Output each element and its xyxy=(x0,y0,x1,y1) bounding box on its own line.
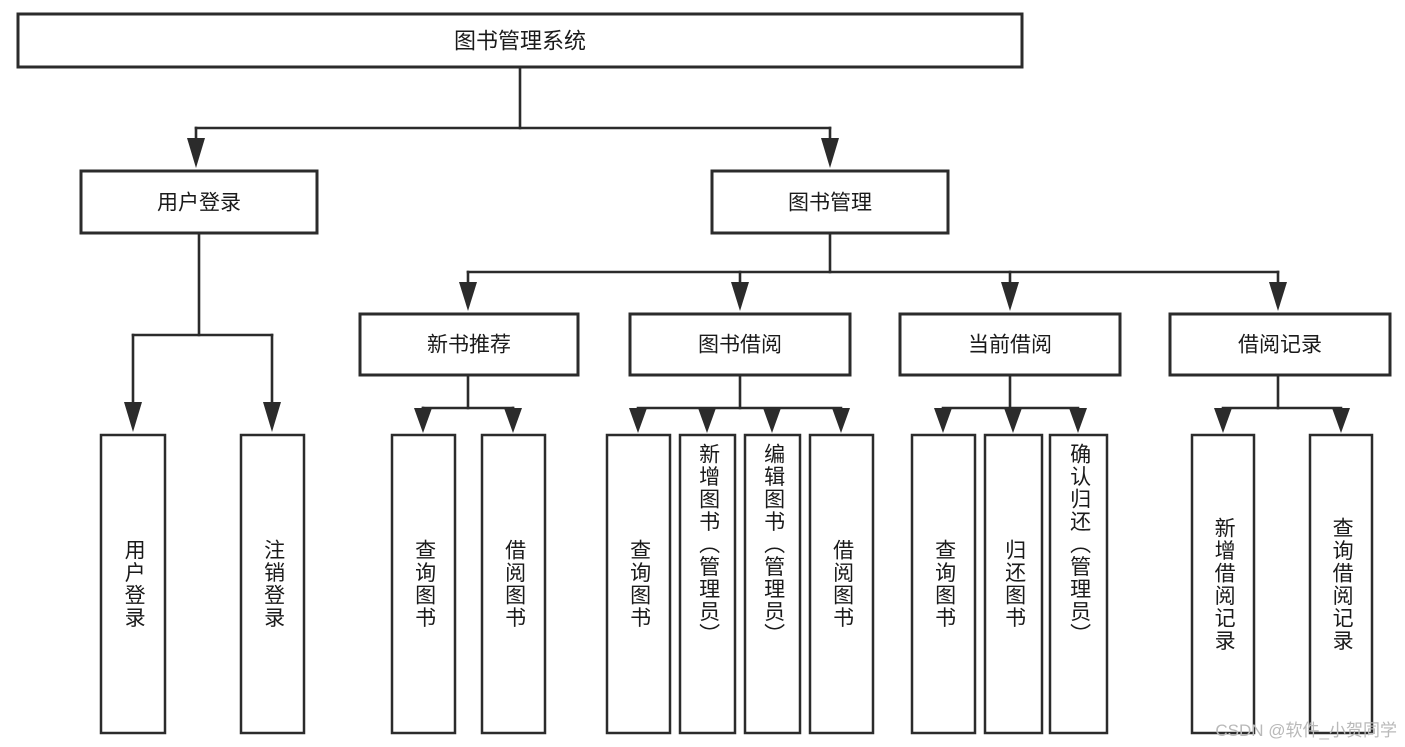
arrow-head-edit-book-admin xyxy=(763,408,781,433)
node-current-borrow[interactable]: 当前借阅 xyxy=(898,312,1122,377)
arrow-head-book-borrow xyxy=(731,282,749,311)
node-book-manage-box[interactable] xyxy=(710,169,950,235)
arrow-head-borrow-record xyxy=(1269,282,1287,311)
node-book-borrow-label: 图书借阅 xyxy=(698,334,782,357)
arrow-head-new-book-rec xyxy=(459,282,477,311)
arrow-head-borrow-book-rec xyxy=(504,408,522,433)
connector-group-new-book-rec-children xyxy=(414,373,522,433)
node-leaf-user-login-box[interactable] xyxy=(99,433,167,735)
connector-group-borrow-record-children xyxy=(1214,373,1350,433)
node-leaf-query-book-rec-box[interactable] xyxy=(390,433,457,735)
node-book-manage[interactable]: 图书管理 xyxy=(710,169,950,235)
node-user-login-box[interactable] xyxy=(79,169,319,235)
node-current-borrow-label: 当前借阅 xyxy=(968,334,1052,357)
node-leaf-add-book-admin-box[interactable] xyxy=(678,433,737,735)
arrow-head-query-borrow-record xyxy=(1332,408,1350,433)
node-new-book-rec[interactable]: 新书推荐 xyxy=(358,312,580,377)
arrow-head-add-borrow-record xyxy=(1214,408,1232,433)
node-borrow-record-box[interactable] xyxy=(1168,312,1392,377)
node-book-manage-label: 图书管理 xyxy=(788,192,872,215)
node-leaf-edit-book-admin-box[interactable] xyxy=(743,433,802,735)
connector-group-book-manage-children xyxy=(459,231,1287,311)
connector-group-root-to-level2 xyxy=(187,65,839,168)
arrow-head-current-borrow xyxy=(1001,282,1019,311)
arrow-head-book-manage xyxy=(821,138,839,168)
node-leaf-query-book-borrow-box[interactable] xyxy=(605,433,672,735)
node-leaf-return-book-box[interactable] xyxy=(983,433,1044,735)
node-leaf-confirm-return-admin-box[interactable] xyxy=(1048,433,1109,735)
node-leaf-add-borrow-record-box[interactable] xyxy=(1190,433,1256,735)
node-borrow-record-label: 借阅记录 xyxy=(1238,334,1322,357)
arrow-head-query-book-rec xyxy=(414,408,432,433)
arrow-head-query-book-cur xyxy=(934,408,952,433)
node-leaf-borrow-book-box[interactable] xyxy=(808,433,875,735)
node-leaf-logout-login-box[interactable] xyxy=(239,433,306,735)
node-book-borrow[interactable]: 图书借阅 xyxy=(628,312,852,377)
connector-group-current-borrow-children xyxy=(934,373,1087,433)
node-user-login-label: 用户登录 xyxy=(157,192,241,215)
node-new-book-rec-box[interactable] xyxy=(358,312,580,377)
arrow-head-user-login xyxy=(187,138,205,168)
node-book-borrow-box[interactable] xyxy=(628,312,852,377)
arrow-head-leaf-logout-login xyxy=(263,402,281,432)
node-leaf-query-book-cur-box[interactable] xyxy=(910,433,977,735)
arrow-head-return-book xyxy=(1004,408,1022,433)
node-leaf-query-borrow-record-box[interactable] xyxy=(1308,433,1374,735)
node-new-book-rec-label: 新书推荐 xyxy=(427,334,511,357)
arrow-head-confirm-return-admin xyxy=(1069,408,1087,433)
node-current-borrow-box[interactable] xyxy=(898,312,1122,377)
node-borrow-record[interactable]: 借阅记录 xyxy=(1168,312,1392,377)
node-user-login[interactable]: 用户登录 xyxy=(79,169,319,235)
node-root-box[interactable] xyxy=(16,12,1024,69)
arrow-head-add-book-admin xyxy=(698,408,716,433)
node-root[interactable]: 图书管理系统 xyxy=(16,12,1024,69)
connector-group-user-login-children xyxy=(124,231,281,432)
arrow-head-leaf-user-login xyxy=(124,402,142,432)
watermark-text: CSDN @软件_小贺同学 xyxy=(1215,721,1397,740)
node-root-label: 图书管理系统 xyxy=(454,29,586,54)
connector-group-book-borrow-children xyxy=(629,373,850,433)
arrow-head-query-book-borrow xyxy=(629,408,647,433)
arrow-head-borrow-book xyxy=(832,408,850,433)
node-leaf-borrow-book-rec-box[interactable] xyxy=(480,433,547,735)
